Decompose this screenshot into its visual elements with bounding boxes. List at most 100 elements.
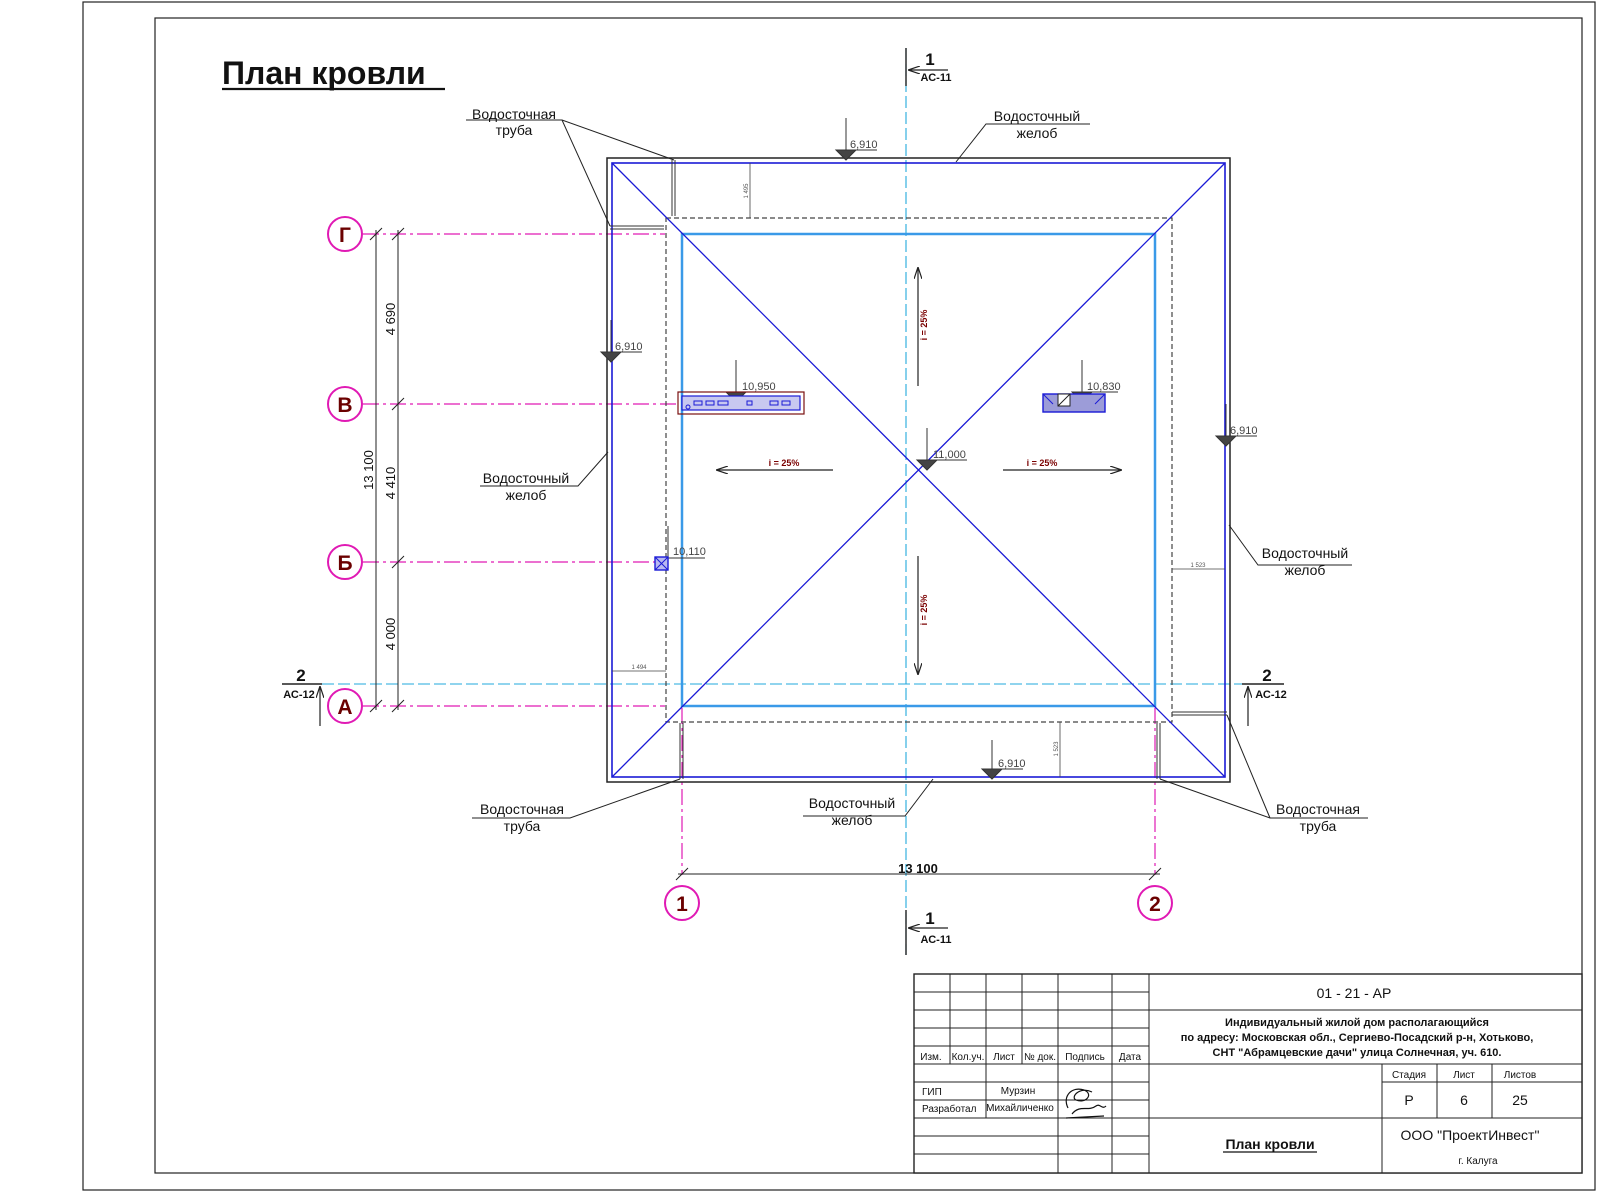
center-lines — [322, 48, 1258, 955]
role-gip: ГИП — [922, 1087, 942, 1098]
axis-label: Г — [339, 224, 351, 247]
axis-label: А — [337, 696, 352, 719]
stage-value: Р — [1404, 1092, 1413, 1108]
label-gutter-left: Водосточный желоб — [483, 470, 569, 503]
label-line: Водосточный — [809, 795, 895, 811]
slope-up: i = 25% — [919, 310, 929, 341]
col-header: Дата — [1119, 1052, 1142, 1063]
col-header: Лист — [993, 1052, 1015, 1063]
col-header: Изм. — [920, 1052, 941, 1063]
section-number: 1 — [925, 50, 934, 69]
signature-image — [1065, 1088, 1107, 1119]
axis-bubble-row-a: А — [327, 688, 363, 724]
label-gutter-right: Водосточный желоб — [1262, 545, 1348, 578]
wall-outline — [665, 217, 1173, 723]
axis-lines — [363, 233, 1156, 875]
label-line: труба — [504, 818, 541, 834]
label-downpipe-bottom-right: Водосточная труба — [1276, 801, 1360, 834]
dim-total-horizontal: 13 100 — [898, 861, 938, 876]
roof-eave-outline — [611, 162, 1226, 778]
dim-overhang-left: 1 494 — [631, 665, 647, 671]
slope-arrows — [717, 268, 1121, 674]
label-line: желоб — [832, 812, 873, 828]
section-marker-top: 1 АС-11 — [905, 48, 952, 86]
drawing-title: План кровли — [222, 55, 426, 91]
section-marker-bottom: 1 АС-11 — [905, 909, 952, 955]
level-eave-bottom: 6,910 — [998, 758, 1026, 770]
dim-row-g-v: 4 690 — [383, 303, 398, 336]
roof-element-left — [677, 391, 805, 415]
label-line: труба — [1300, 818, 1337, 834]
dim-row-b-a: 4 000 — [383, 618, 398, 651]
outer-frame — [82, 1, 1596, 1191]
axis-label: В — [337, 394, 352, 417]
axis-bubble-col-1: 1 — [664, 885, 700, 921]
dim-overhang-right: 1 523 — [1190, 563, 1206, 569]
overhang-dimensions — [612, 163, 1225, 777]
level-marks — [599, 118, 1257, 780]
section-sheet: АС-11 — [921, 934, 952, 946]
col-header: № док. — [1024, 1052, 1056, 1063]
sheet-header: Лист — [1453, 1070, 1475, 1081]
roof-outer-edge — [606, 157, 1231, 783]
vertical-dimensions — [369, 227, 405, 713]
level-eave-right: 6,910 — [1230, 425, 1258, 437]
section-number: 2 — [296, 666, 305, 685]
sheet-title: План кровли — [1225, 1136, 1314, 1152]
hip-lines — [611, 162, 1226, 778]
project-description-line: Индивидуальный жилой дом располагающийся — [1225, 1017, 1489, 1029]
company-name: ООО "ПроектИнвест" — [1401, 1127, 1540, 1143]
leader-lines — [466, 119, 1368, 819]
slope-left: i = 25% — [769, 458, 800, 468]
project-code: 01 - 21 - АР — [1317, 985, 1392, 1001]
title-block: 01 - 21 - АР Индивидуальный жилой дом ра… — [913, 973, 1583, 1174]
label-line: Водосточная — [1276, 801, 1360, 817]
axis-bubble-col-2: 2 — [1137, 885, 1173, 921]
dim-row-v-b: 4 410 — [383, 467, 398, 500]
level-element-left: 10,950 — [742, 381, 776, 393]
roof-element-right — [1042, 393, 1106, 413]
section-number: 2 — [1262, 666, 1271, 685]
section-sheet: АС-11 — [921, 72, 952, 84]
dim-overhang-bottom: 1 523 — [1054, 741, 1060, 757]
level-element-small: 10,110 — [673, 546, 706, 558]
stage-header: Стадия — [1392, 1070, 1426, 1081]
slope-down: i = 25% — [919, 595, 929, 626]
section-marker-right: 2 АС-12 — [1242, 666, 1287, 726]
section-sheet: АС-12 — [1255, 689, 1287, 701]
sheets-header: Листов — [1504, 1070, 1537, 1081]
name-developer: Михайличенко — [986, 1103, 1054, 1114]
level-element-right: 10,830 — [1087, 381, 1121, 393]
axis-frame — [680, 232, 1157, 708]
project-description-line: по адресу: Московская обл., Сергиево-Пос… — [1181, 1032, 1534, 1044]
label-line: Водосточный — [483, 470, 569, 486]
section-number: 1 — [925, 909, 934, 928]
col-header: Подпись — [1065, 1052, 1105, 1063]
axis-label: Б — [337, 552, 352, 575]
level-eave-left: 6,910 — [615, 341, 643, 353]
label-line: Водосточный — [994, 108, 1080, 124]
axis-bubble-row-g: Г — [327, 216, 363, 252]
name-gip: Мурзин — [1001, 1086, 1035, 1097]
label-gutter-bottom: Водосточный желоб — [809, 795, 895, 828]
sheet-value: 6 — [1460, 1092, 1468, 1108]
label-line: желоб — [506, 487, 547, 503]
label-line: Водосточная — [480, 801, 564, 817]
axis-bubble-row-v: В — [327, 386, 363, 422]
label-gutter-top: Водосточный желоб — [994, 108, 1080, 141]
dim-overhang-top: 1 495 — [744, 183, 750, 199]
axis-label: 2 — [1149, 893, 1161, 916]
label-line: Водосточный — [1262, 545, 1348, 561]
label-line: желоб — [1285, 562, 1326, 578]
label-downpipe-top-left: Водосточная труба — [472, 106, 556, 138]
label-line: труба — [496, 122, 533, 138]
roof-element-small — [654, 556, 669, 571]
company-city: г. Калуга — [1458, 1156, 1498, 1167]
col-header: Кол.уч. — [952, 1052, 985, 1063]
label-downpipe-bottom-left: Водосточная труба — [480, 801, 564, 834]
title-block-grid — [914, 974, 1582, 1173]
slope-right: i = 25% — [1027, 458, 1058, 468]
axis-label: 1 — [676, 893, 688, 916]
sheets-value: 25 — [1512, 1092, 1528, 1108]
